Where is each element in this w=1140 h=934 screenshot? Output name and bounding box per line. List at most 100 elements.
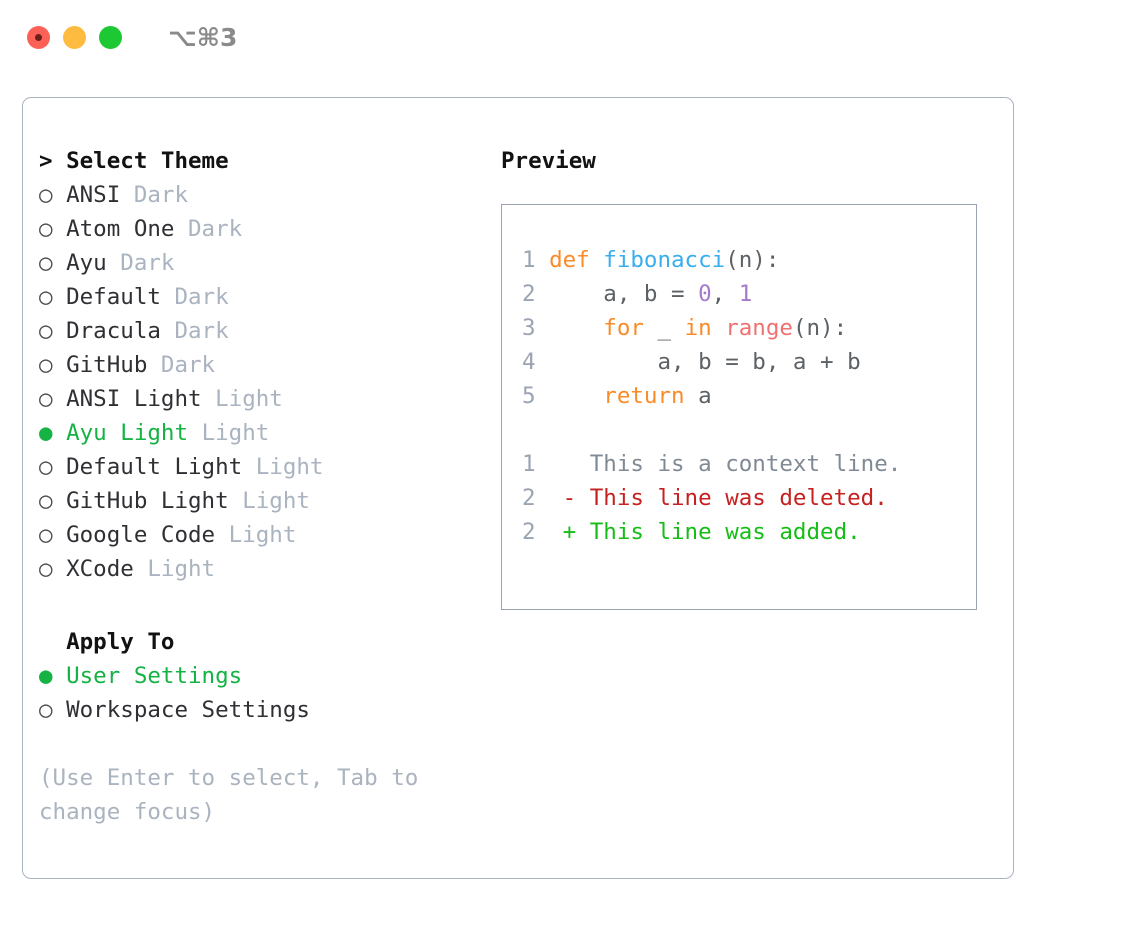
code-token: for — [603, 315, 644, 341]
gutter-gap — [536, 485, 563, 511]
apply-to-list[interactable]: ● User Settings○ Workspace Settings — [39, 659, 479, 727]
theme-option-label: ANSI — [66, 182, 121, 208]
theme-option-label: Google Code — [66, 522, 216, 548]
spacer — [53, 697, 67, 723]
spacer — [53, 250, 67, 276]
theme-picker-section: > Select Theme ○ ANSI Dark○ Atom One Dar… — [39, 144, 479, 586]
theme-option[interactable]: ● Ayu Light Light — [39, 416, 479, 450]
minimize-button[interactable] — [63, 26, 86, 49]
theme-variant-tag: Light — [201, 420, 270, 446]
dialog-panel: > Select Theme ○ ANSI Dark○ Atom One Dar… — [22, 97, 1014, 879]
code-token: 0 — [698, 281, 712, 307]
theme-option-label: Default Light — [66, 454, 243, 480]
code-token: _ — [643, 315, 685, 341]
code-blank-line — [522, 413, 901, 447]
theme-variant-tag: Light — [215, 386, 283, 412]
spacer — [53, 216, 67, 242]
theme-option[interactable]: ○ Google Code Light — [39, 518, 479, 552]
radio-unselected-icon: ○ — [39, 216, 53, 242]
gutter-gap — [536, 281, 550, 307]
code-token — [549, 383, 603, 409]
radio-unselected-icon: ○ — [39, 250, 53, 276]
spacer — [53, 522, 67, 548]
theme-variant-tag: Light — [255, 454, 324, 480]
radio-unselected-icon: ○ — [39, 318, 53, 344]
diff-line-number: 2 — [522, 519, 536, 545]
spacer — [53, 386, 67, 412]
theme-option[interactable]: ○ Default Dark — [39, 280, 479, 314]
spacer — [161, 284, 175, 310]
code-line-number: 3 — [522, 315, 536, 341]
theme-option-label: GitHub Light — [66, 488, 229, 514]
theme-option-label: Dracula — [66, 318, 161, 344]
radio-unselected-icon: ○ — [39, 556, 53, 582]
keyboard-hint-text: (Use Enter to select, Tab to change focu… — [39, 765, 419, 825]
diff-line-text: This line was deleted. — [589, 485, 888, 511]
code-token: a — [684, 383, 712, 409]
spacer — [147, 352, 161, 378]
code-token: (n): — [725, 247, 780, 273]
close-button[interactable] — [27, 26, 50, 49]
theme-variant-tag: Dark — [174, 284, 229, 310]
theme-option-label: Default — [66, 284, 161, 310]
theme-variant-tag: Dark — [160, 352, 216, 378]
theme-option[interactable]: ○ GitHub Light Light — [39, 484, 479, 518]
diff-marker: + — [562, 519, 577, 545]
apply-to-option[interactable]: ● User Settings — [39, 659, 479, 693]
radio-unselected-icon: ○ — [39, 522, 53, 548]
theme-variant-tag: Light — [228, 522, 297, 548]
code-line: 3 for _ in range(n): — [522, 311, 901, 345]
theme-option[interactable]: ○ Dracula Dark — [39, 314, 479, 348]
apply-to-option[interactable]: ○ Workspace Settings — [39, 693, 479, 727]
code-token: , — [711, 281, 739, 307]
spacer — [53, 420, 67, 446]
spacer — [53, 318, 67, 344]
code-token — [712, 315, 726, 341]
spacer — [188, 420, 202, 446]
code-token: range — [725, 315, 793, 341]
theme-option[interactable]: ○ Atom One Dark — [39, 212, 479, 246]
theme-option[interactable]: ○ ANSI Dark — [39, 178, 479, 212]
code-line-number: 4 — [522, 349, 536, 375]
code-token — [590, 247, 604, 273]
spacer — [215, 522, 229, 548]
title-bar: ⌥⌘3 — [0, 0, 1140, 80]
spacer — [242, 454, 256, 480]
theme-variant-tag: Dark — [120, 250, 175, 276]
spacer — [576, 451, 590, 477]
theme-option[interactable]: ○ ANSI Light Light — [39, 382, 479, 416]
theme-picker-heading: > Select Theme — [39, 148, 229, 174]
spacer — [53, 488, 67, 514]
code-line: 4 a, b = b, a + b — [522, 345, 901, 379]
gutter-gap — [536, 315, 550, 341]
theme-option[interactable]: ○ Default Light Light — [39, 450, 479, 484]
apply-to-option-label: Workspace Settings — [66, 697, 310, 723]
preview-heading: Preview — [501, 148, 596, 174]
theme-list[interactable]: ○ ANSI Dark○ Atom One Dark○ Ayu Dark○ De… — [39, 178, 479, 586]
diff-line-number: 1 — [522, 451, 536, 477]
gutter-gap — [536, 349, 550, 375]
theme-option[interactable]: ○ Ayu Dark — [39, 246, 479, 280]
radio-selected-icon: ● — [39, 663, 53, 689]
theme-option-label: Ayu Light — [66, 420, 189, 446]
diff-line-number: 2 — [522, 485, 536, 511]
gutter-gap — [536, 519, 563, 545]
theme-option[interactable]: ○ XCode Light — [39, 552, 479, 586]
code-token: in — [684, 315, 712, 341]
theme-option-label: XCode — [66, 556, 134, 582]
radio-selected-icon: ● — [39, 420, 53, 446]
code-line-number: 1 — [522, 247, 536, 273]
diff-marker: - — [562, 485, 577, 511]
zoom-button[interactable] — [99, 26, 122, 49]
radio-unselected-icon: ○ — [39, 352, 53, 378]
theme-option[interactable]: ○ GitHub Dark — [39, 348, 479, 382]
code-line-number: 2 — [522, 281, 536, 307]
radio-unselected-icon: ○ — [39, 284, 53, 310]
spacer — [134, 556, 148, 582]
apply-to-option-label: User Settings — [66, 663, 243, 689]
code-token: 1 — [738, 281, 753, 307]
spacer — [53, 663, 67, 689]
